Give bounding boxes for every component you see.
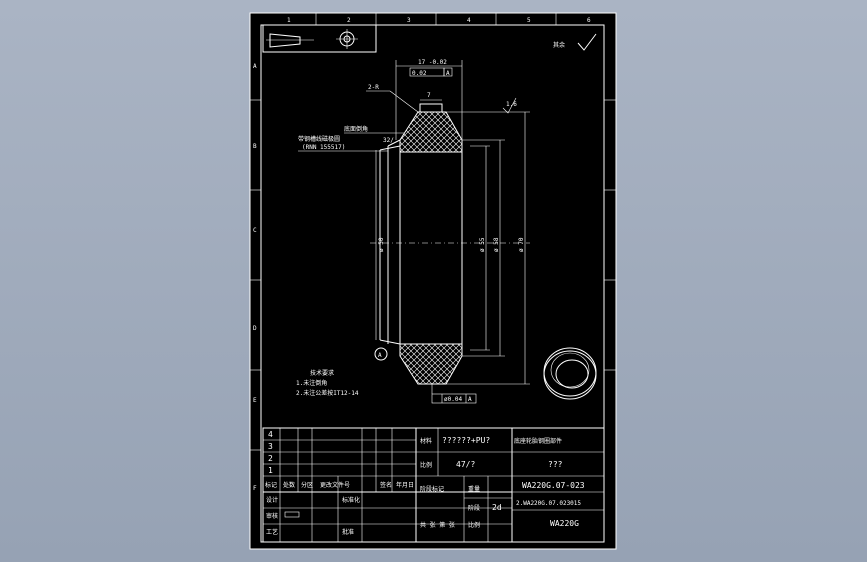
zone-left-b: B [253, 143, 257, 150]
sheet-info: 共 张 第 张 [420, 521, 455, 529]
callout-part-b-line1: 带钢槽线磁极圆 [298, 135, 340, 143]
scale-value: 47/? [456, 460, 475, 469]
row-number-2: 2 [268, 454, 273, 463]
row-process: 工艺 [266, 528, 278, 536]
datum-a-marker: A [378, 352, 382, 359]
zone-top-1: 1 [287, 17, 291, 24]
drawing-sheet [249, 12, 617, 550]
technical-notes: 技术要求 1.未注倒角 2.未注公差按IT12-14 [296, 369, 359, 397]
mark-col-stage: 阶段标记 [420, 485, 444, 493]
zone-left-f: F [253, 485, 257, 492]
tolerance-datum: A [446, 70, 450, 77]
row-standard: 标准化 [342, 496, 360, 504]
stage-value: 2d [492, 503, 502, 512]
ring-section-view: 17 -0.02 0.02 A 7 2-R ø 50 ø 55 ø 58 ø 7… [298, 59, 530, 404]
zone-markers-top: 1 2 3 4 5 6 [287, 13, 591, 25]
zone-top-5: 5 [527, 17, 531, 24]
col-mark: 标记 [265, 481, 277, 489]
row-check: 审核 [266, 512, 278, 520]
drawing-number: WA220G.07-023 [522, 481, 585, 490]
surface-big: 1.6 [506, 101, 517, 108]
width-dimension: 17 -0.02 [418, 59, 447, 66]
runout-datum: A [468, 396, 472, 403]
dia-55-label: ø 55 [479, 237, 486, 252]
assembly-number: 2.WA220G.07.023015 [516, 500, 581, 507]
mark-col-weight: 重量 [468, 485, 480, 493]
zone-top-6: 6 [587, 17, 591, 24]
material-label: 材料 [420, 437, 432, 445]
col-zone: 分区 [301, 481, 313, 489]
col-signature: 签名 [380, 481, 392, 489]
groove-dimension: 7 [427, 92, 431, 99]
notes-line-1: 1.未注倒角 [296, 379, 327, 387]
stage-label: 阶段 [468, 504, 480, 512]
zone-top-2: 2 [347, 17, 351, 24]
row-number-3: 3 [268, 442, 273, 451]
surface-small: 32/ [383, 137, 394, 144]
quantity-value: ??? [548, 460, 563, 469]
notes-line-2: 2.未注公差按IT12-14 [296, 389, 359, 397]
zone-markers-left: A B C D E F [250, 63, 616, 492]
parallel-tolerance: 0.02 [412, 70, 427, 77]
isometric-ring-view [543, 347, 597, 400]
row-number-4: 4 [268, 430, 273, 439]
callout-part-a: 底面倒角 [344, 125, 368, 133]
chamfer-label: 2-R [368, 84, 379, 91]
zone-left-e: E [253, 397, 257, 404]
projection-symbol [262, 24, 377, 53]
part-name: 底座轮胎钢圈部件 [514, 437, 562, 445]
zone-top-3: 3 [407, 17, 411, 24]
zone-top-4: 4 [467, 17, 471, 24]
zone-left-c: C [253, 227, 257, 234]
col-date: 年月日 [396, 481, 414, 489]
callout-part-b-line2: (RNN 155517) [302, 144, 345, 151]
col-change-doc: 更改文件号 [320, 481, 350, 489]
row-designer: 设计 [266, 496, 278, 504]
notes-title: 技术要求 [310, 369, 334, 377]
row-number-1: 1 [268, 466, 273, 475]
material-value: ??????+PU? [442, 436, 490, 445]
row-approve: 批准 [342, 528, 354, 536]
dia-58-label: ø 58 [493, 237, 500, 252]
dia-70-label: ø 70 [518, 237, 525, 252]
runout-tolerance: ø0.04 [444, 396, 462, 403]
roughness-corner-symbol: 其余 [553, 33, 597, 51]
scale-label: 比例 [420, 461, 432, 469]
col-count: 处数 [283, 481, 295, 489]
roughness-corner-label: 其余 [553, 41, 565, 49]
dia-50-label: ø 50 [378, 237, 385, 252]
mark-col-scale: 比例 [468, 521, 480, 529]
model-number: WA220G [550, 519, 579, 528]
title-block: 4 3 2 1 标记 处数 分区 更改文件号 签名 年月日 设计 标准化 审核 … [262, 427, 605, 543]
zone-left-a: A [253, 63, 257, 70]
zone-left-d: D [253, 325, 257, 332]
